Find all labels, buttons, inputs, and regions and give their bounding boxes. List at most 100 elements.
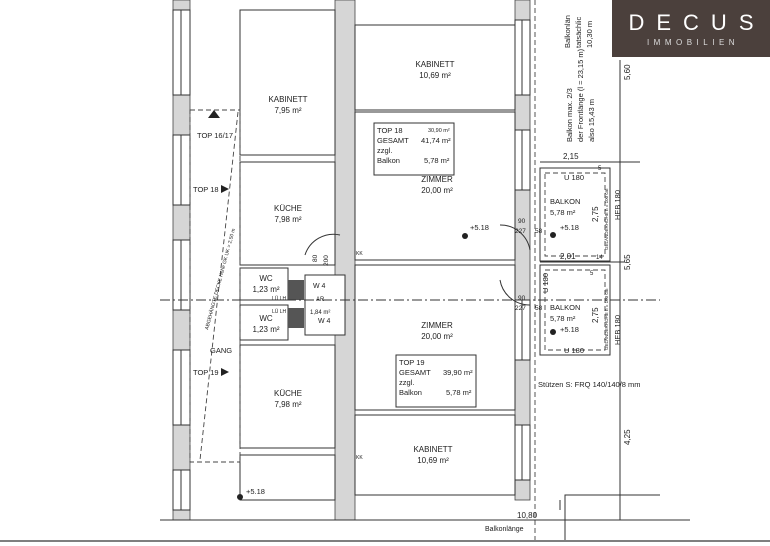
room-area: 7,98 m²: [274, 400, 301, 409]
marker-label: TOP 19: [193, 368, 219, 377]
room-area: 5,78 m²: [550, 314, 576, 323]
level-label: +5.18: [560, 223, 579, 232]
marker-label: KK: [356, 455, 363, 461]
ceiling-note: ABGEHÄNGTE DECKE Höhe GK UK = 2,50 m: [203, 228, 237, 331]
svg-text:14: 14: [596, 255, 603, 261]
ceiling-line: [199, 111, 239, 461]
unit-plus: zzgl.: [399, 378, 414, 387]
dimensions: 2,15 2,01 14 2,75 2,75 5,60 5,65 4,25 10…: [517, 64, 632, 520]
unit-total-label: GESAMT: [377, 136, 409, 145]
svg-text:227: 227: [515, 305, 526, 312]
room-name: KÜCHE: [274, 389, 302, 398]
room-area: 1,23 m²: [252, 285, 279, 294]
room-area: 20,00 m²: [421, 186, 453, 195]
room-outlines: [239, 9, 516, 501]
room-name: BALKON: [550, 197, 580, 206]
room-area: 1,23 m²: [252, 325, 279, 334]
svg-text:5: 5: [590, 271, 594, 277]
svg-text:der Frontlänge (l = 23,15 m): der Frontlänge (l = 23,15 m): [576, 48, 585, 142]
balcony-length-label: Balkonlänge: [485, 526, 524, 533]
unit-balcony-label: Balkon: [377, 156, 400, 165]
level-label: +5.18: [560, 325, 579, 334]
marker-label: KK: [356, 251, 363, 257]
svg-text:90: 90: [518, 295, 526, 302]
level-label: +5.18: [470, 223, 489, 232]
room-name: GANG: [210, 346, 232, 355]
room-area: 1,84 m²: [310, 310, 330, 316]
svg-text:HEB 180: HEB 180: [613, 190, 622, 220]
svg-text:5: 5: [598, 166, 602, 172]
svg-text:U 180: U 180: [564, 173, 584, 182]
balconies: [539, 60, 660, 540]
svg-text:200: 200: [323, 255, 330, 266]
room-name: KABINETT: [413, 445, 452, 454]
svg-text:2,15: 2,15: [563, 152, 579, 161]
top18-info: TOP 18 30,90 m² GESAMT 41,74 m² zzgl. Ba…: [377, 126, 451, 165]
room-area: 7,98 m²: [274, 215, 301, 224]
marker-label: LÜ LH: [272, 295, 287, 302]
svg-text:58: 58: [535, 305, 543, 312]
marker-label: W 4: [313, 283, 326, 290]
svg-text:80: 80: [312, 254, 319, 262]
svg-text:Balkonlän: Balkonlän: [563, 15, 572, 48]
svg-text:GELÄNDERHÖHE h = 100 cm: GELÄNDERHÖHE h = 100 cm: [603, 188, 609, 250]
balcony-notes: Balkonlän tatsächlic 10,30 m Balkon max.…: [563, 15, 596, 142]
svg-text:227: 227: [515, 228, 526, 235]
svg-text:10,30 m: 10,30 m: [585, 21, 594, 48]
doors: [304, 224, 531, 306]
top18-box: [373, 122, 455, 176]
svg-text:5,65: 5,65: [623, 254, 632, 270]
svg-text:U 180: U 180: [564, 346, 584, 355]
unit-total-label: GESAMT: [399, 368, 431, 377]
unit-title: TOP 19: [399, 358, 425, 367]
room-area: 7,95 m²: [274, 106, 301, 115]
svg-text:90: 90: [518, 218, 526, 225]
svg-text:U 180: U 180: [541, 273, 550, 293]
svg-text:also 15,43 m: also 15,43 m: [587, 99, 596, 142]
triangle-marker-icon: [221, 185, 229, 193]
room-name: AR: [316, 297, 325, 303]
svg-text:2,01: 2,01: [560, 252, 576, 261]
middle-wall: [334, 0, 356, 521]
svg-text:10,80: 10,80: [517, 511, 538, 520]
unit-balcony: 5,78 m²: [446, 388, 472, 397]
column-note: Stützen S: FRQ 140/140/8 mm: [538, 380, 641, 389]
room-name: KÜCHE: [274, 204, 302, 213]
shaft-upper: [288, 280, 304, 300]
left-windows: [172, 9, 191, 511]
svg-text:GELÄNDERHÖHE h = 100 cm: GELÄNDERHÖHE h = 100 cm: [603, 288, 609, 350]
room-name: KABINETT: [268, 95, 307, 104]
room-name: WC: [259, 314, 273, 323]
room-area: 20,00 m²: [421, 332, 453, 341]
level-marker-icon: [237, 232, 556, 500]
right-windows: [514, 19, 531, 481]
svg-text:4,25: 4,25: [623, 429, 632, 445]
unit-balcony-label: Balkon: [399, 388, 422, 397]
triangle-marker-icon: [208, 110, 220, 118]
room-name: KABINETT: [415, 60, 454, 69]
marker-label: W 4: [318, 318, 331, 325]
svg-text:2,75: 2,75: [591, 307, 600, 323]
svg-text:Balkon max. 2/3: Balkon max. 2/3: [565, 88, 574, 142]
top19-box: [395, 354, 477, 408]
door-dimensions: 90 227 58 80 200 90 227 58: [312, 218, 543, 312]
room-area: 5,78 m²: [550, 208, 576, 217]
marker-label: LÜ LH: [272, 308, 287, 315]
marker-label: TOP 16/17: [197, 131, 233, 140]
triangle-marker-icon: [221, 368, 229, 376]
svg-text:5,60: 5,60: [623, 64, 632, 80]
unit-net-area: 30,90 m²: [428, 128, 450, 134]
marker-label: TOP 18: [193, 185, 219, 194]
corridor-outline: [189, 109, 241, 463]
room-area: 10,69 m²: [419, 71, 451, 80]
room-name: ZIMMER: [421, 321, 453, 330]
svg-text:HEB 180: HEB 180: [613, 315, 622, 345]
unit-plus: zzgl.: [377, 146, 392, 155]
room-name: ZIMMER: [421, 175, 453, 184]
svg-text:tatsächlic: tatsächlic: [574, 16, 583, 48]
unit-title: TOP 18: [377, 126, 403, 135]
svg-text:2,75: 2,75: [591, 206, 600, 222]
room-area: 10,69 m²: [417, 456, 449, 465]
